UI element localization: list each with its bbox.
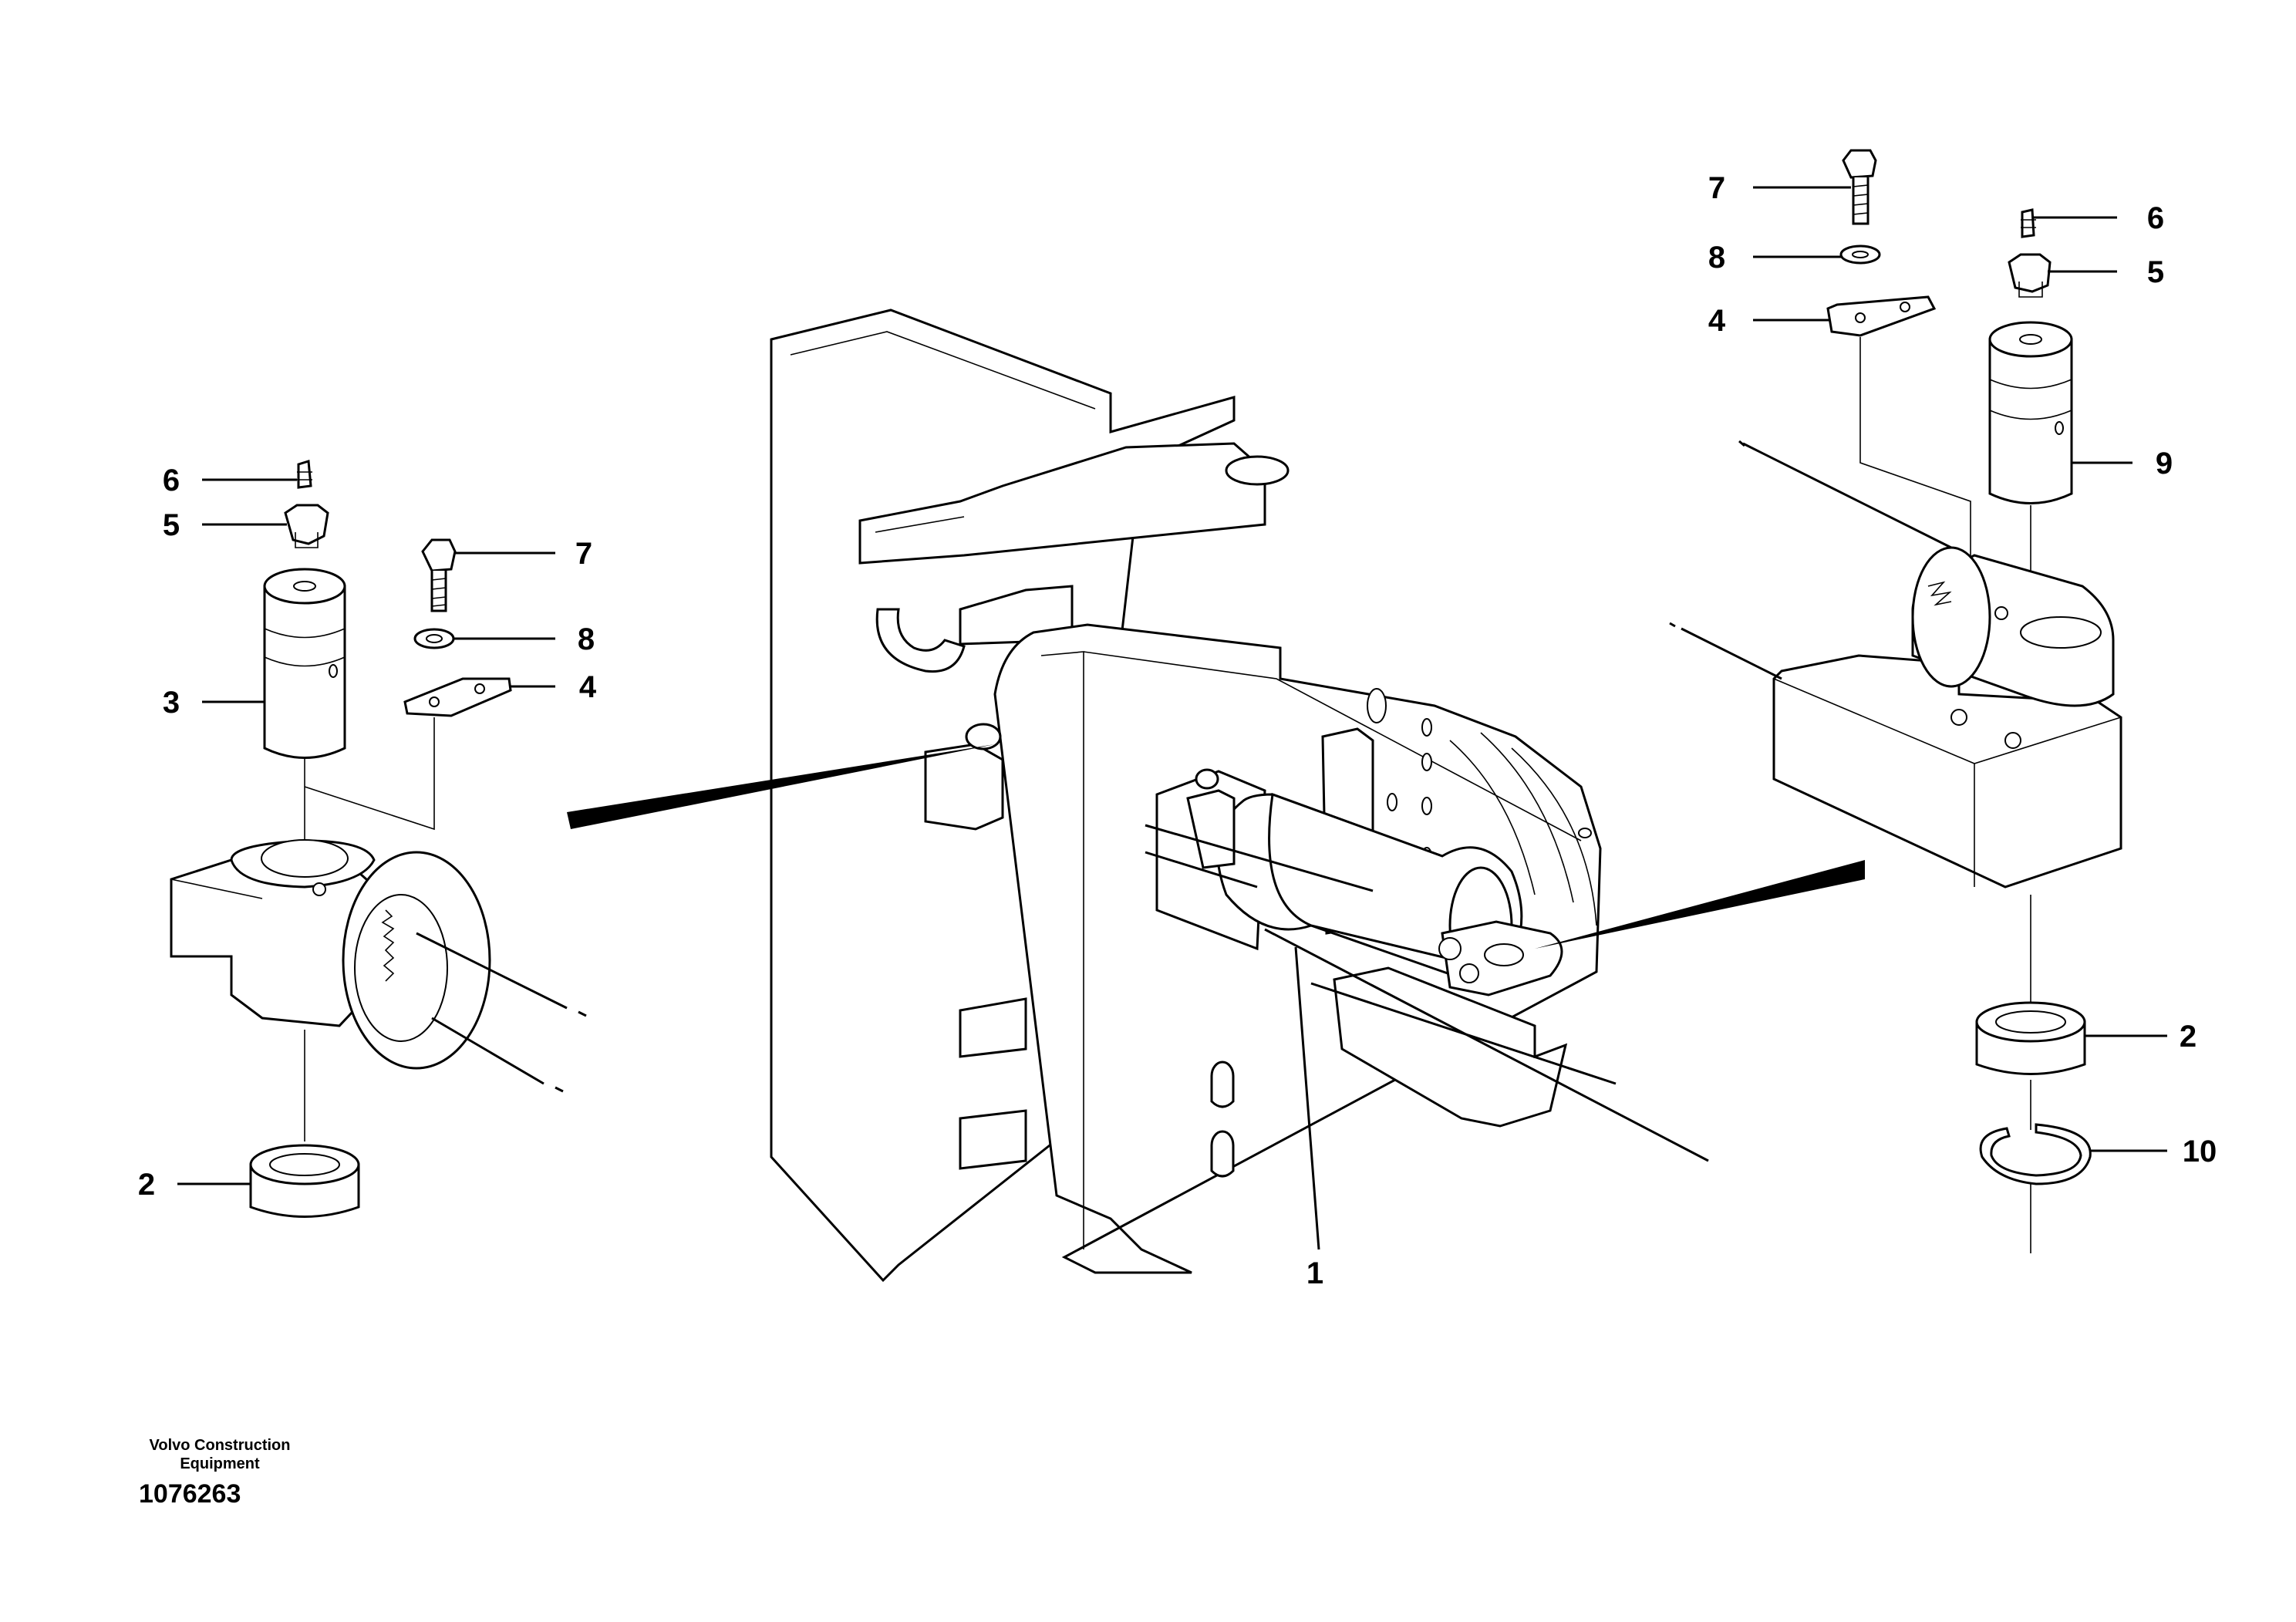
view-pointer-left — [567, 744, 995, 829]
frame-and-cylinder-assembly — [770, 309, 1709, 1283]
callout-left-2: 2 — [138, 1168, 155, 1202]
callout-right-5: 5 — [2147, 255, 2164, 289]
right-detail-view — [1669, 149, 2122, 1253]
document-number: 1076263 — [139, 1479, 241, 1509]
callout-right-8: 8 — [1708, 241, 1725, 275]
left-callout-leaders — [177, 478, 555, 1185]
callout-left-5: 5 — [163, 508, 180, 542]
callout-right-9: 9 — [2156, 447, 2173, 481]
left-detail-view — [170, 460, 587, 1218]
callout-right-10: 10 — [2183, 1135, 2217, 1168]
callout-right-7: 7 — [1708, 171, 1725, 205]
manufacturer-name-line1: Volvo Construction — [149, 1437, 291, 1454]
right-callout-leaders — [1753, 186, 2167, 1152]
callout-left-7: 7 — [575, 537, 592, 571]
callout-left-3: 3 — [163, 686, 180, 720]
manufacturer-credit: Volvo Construction Equipment — [123, 1436, 316, 1473]
callout-right-4: 4 — [1708, 304, 1726, 338]
manufacturer-name-line2: Equipment — [180, 1455, 260, 1472]
callout-right-6: 6 — [2147, 201, 2164, 235]
callout-center-1: 1 — [1306, 1256, 1323, 1290]
callout-right-2: 2 — [2180, 1020, 2197, 1054]
callout-labels-right: 7 8 4 6 5 9 2 10 — [1708, 171, 2217, 1168]
callout-left-4: 4 — [579, 670, 597, 704]
callout-left-6: 6 — [163, 464, 180, 497]
view-pointer-right — [1535, 860, 1865, 949]
callout-labels-left: 6 5 3 7 8 4 2 — [138, 464, 597, 1202]
callout-labels-center: 1 — [1306, 1256, 1323, 1290]
callout-left-8: 8 — [578, 622, 595, 656]
